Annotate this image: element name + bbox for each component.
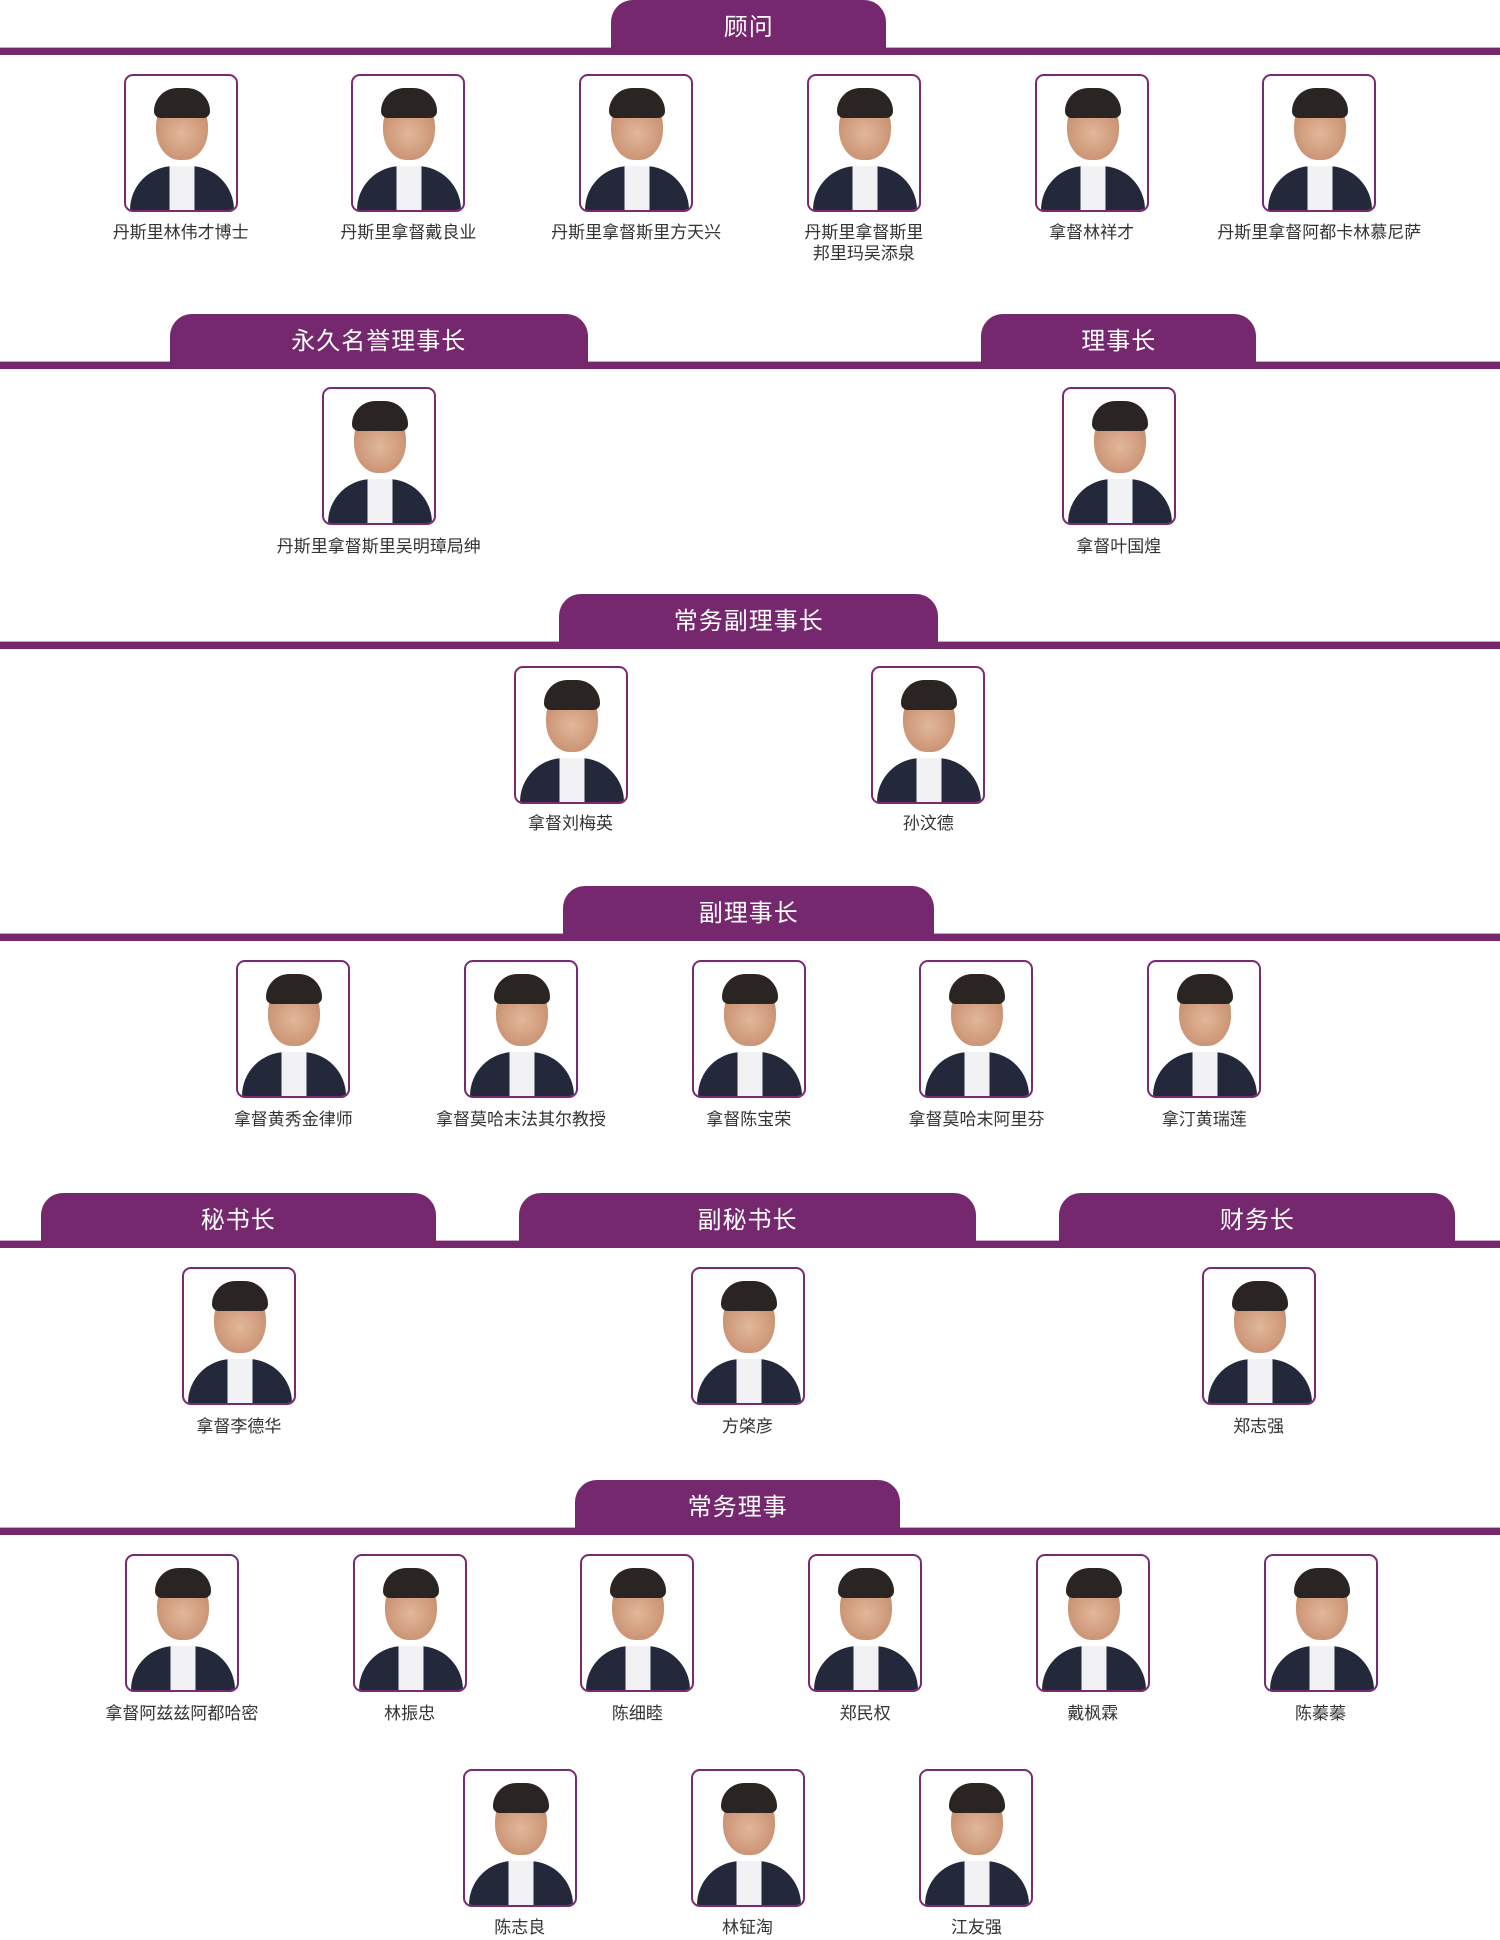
section-divider xyxy=(0,1527,1500,1536)
member-photo xyxy=(690,1768,805,1907)
member-photo xyxy=(919,1768,1034,1907)
member-photo xyxy=(462,1768,577,1907)
member-name: 拿督叶国煌 xyxy=(1076,537,1162,558)
member-photo xyxy=(351,74,466,213)
member-name: 郑志强 xyxy=(1233,1417,1285,1438)
member-photo xyxy=(1201,1267,1316,1406)
member-photo xyxy=(690,1267,805,1406)
member-photo xyxy=(580,1554,695,1693)
member-photo xyxy=(123,74,238,213)
section-divider xyxy=(0,641,1500,650)
section-title-tab: 副秘书长 xyxy=(518,1193,977,1242)
member-photo xyxy=(236,960,351,1099)
member-name: 丹斯里拿督斯里方天兴 xyxy=(551,222,722,243)
member-name: 拿汀黄瑞莲 xyxy=(1161,1110,1247,1131)
member-name: 丹斯里林伟才博士 xyxy=(112,222,249,243)
member-name: 江友强 xyxy=(950,1918,1002,1939)
member-photo xyxy=(808,1554,923,1693)
member-name: 拿督莫哈末阿里芬 xyxy=(908,1110,1045,1131)
member-name: 郑民权 xyxy=(839,1704,891,1725)
member-photo xyxy=(1035,1554,1150,1693)
section-title-tab: 副理事长 xyxy=(563,886,935,935)
member-photo xyxy=(464,960,579,1099)
member-name: 拿督莫哈末法其尔教授 xyxy=(436,1110,607,1131)
member-photo xyxy=(919,960,1034,1099)
member-name: 拿督阿兹兹阿都哈密 xyxy=(105,1704,259,1725)
member-name: 拿督林祥才 xyxy=(1049,222,1135,243)
section-title-tab: 秘书长 xyxy=(40,1193,436,1242)
member-name: 拿督黄秀金律师 xyxy=(233,1110,353,1131)
member-photo xyxy=(181,1267,296,1406)
member-name: 丹斯里拿督戴良业 xyxy=(340,222,477,243)
member-name: 陈细睦 xyxy=(611,1704,663,1725)
member-photo xyxy=(806,74,921,213)
member-photo xyxy=(352,1554,467,1693)
member-photo xyxy=(1147,960,1262,1099)
member-photo xyxy=(871,665,986,804)
section-divider xyxy=(0,361,1500,370)
member-name: 方棨彦 xyxy=(722,1417,774,1438)
member-name: 孙汶德 xyxy=(902,814,954,835)
member-name: 林钲淘 xyxy=(722,1918,774,1939)
section-title-tab: 永久名誉理事长 xyxy=(169,314,588,363)
section-title-tab: 财务长 xyxy=(1059,1193,1456,1242)
member-name: 陈蓁蓁 xyxy=(1295,1704,1347,1725)
member-name: 拿督陈宝荣 xyxy=(706,1110,792,1131)
member-name: 丹斯里拿督斯里 邦里玛吴添泉 xyxy=(804,222,924,264)
member-name: 丹斯里拿督阿都卡林慕尼萨 xyxy=(1217,222,1422,243)
member-name: 拿督刘梅英 xyxy=(528,814,614,835)
member-photo xyxy=(124,1554,239,1693)
member-photo xyxy=(1034,74,1149,213)
member-photo xyxy=(1263,1554,1378,1693)
section-title-tab: 常务副理事长 xyxy=(559,594,939,643)
member-photo xyxy=(579,74,694,213)
member-photo xyxy=(1061,387,1176,526)
member-name: 拿督李德华 xyxy=(196,1417,282,1438)
member-photo xyxy=(513,665,628,804)
member-photo xyxy=(321,387,436,526)
section-title-tab: 理事长 xyxy=(981,314,1257,363)
member-name: 戴枫霖 xyxy=(1067,1704,1119,1725)
section-title-tab: 顾问 xyxy=(611,0,887,49)
section-divider xyxy=(0,47,1500,56)
section-title-tab: 常务理事 xyxy=(575,1480,900,1529)
member-photo xyxy=(691,960,806,1099)
member-name: 陈志良 xyxy=(494,1918,546,1939)
section-divider xyxy=(0,1240,1500,1249)
member-photo xyxy=(1262,74,1377,213)
member-name: 丹斯里拿督斯里吴明璋局绅 xyxy=(276,537,481,558)
section-divider xyxy=(0,933,1500,942)
member-name: 林振忠 xyxy=(384,1704,436,1725)
